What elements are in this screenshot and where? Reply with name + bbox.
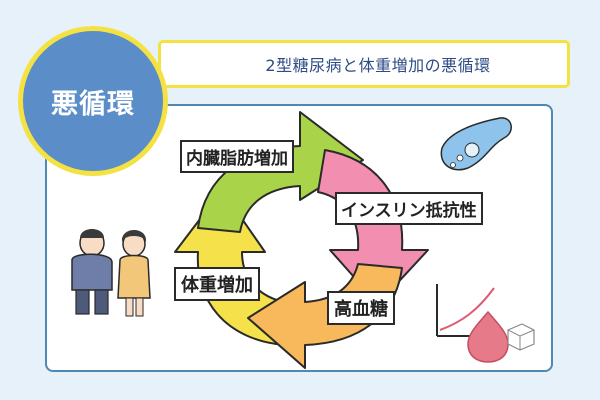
sugar-cube-icon [507, 323, 535, 351]
stage-label-insulin-resistance: インスリン抵抗性 [335, 192, 483, 225]
page-title: 2型糖尿病と体重増加の悪循環 [265, 56, 491, 75]
stage-label-weight-gain: 体重増加 [174, 267, 260, 301]
title-bar: 2型糖尿病と体重増加の悪循環 [158, 40, 570, 88]
pancreas-icon [440, 117, 512, 171]
vicious-cycle-badge: 悪循環 [18, 26, 168, 176]
stage-label-high-blood-sugar: 高血糖 [327, 291, 395, 325]
stage-label-visceral-fat: 内臓脂肪増加 [180, 140, 294, 173]
blood-drop-icon [467, 310, 509, 363]
couple-icon [71, 229, 151, 317]
badge-label: 悪循環 [51, 88, 135, 120]
